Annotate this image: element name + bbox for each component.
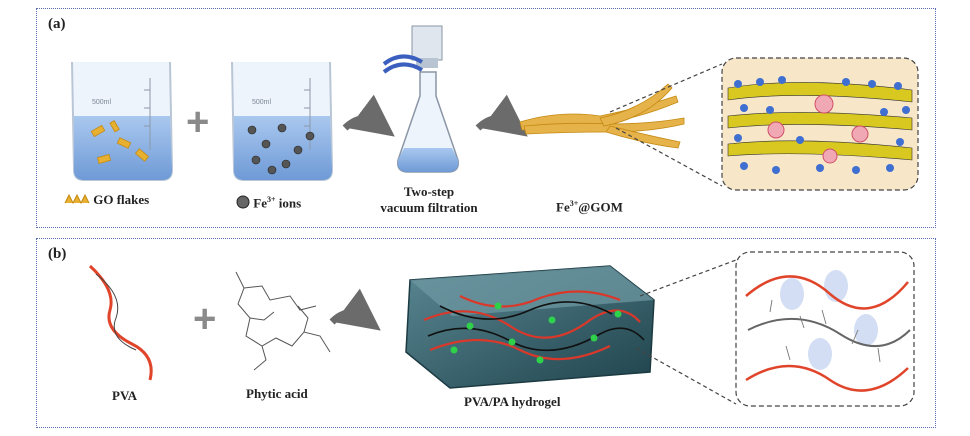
- hydrogel-caption: PVA/PA hydrogel: [464, 394, 561, 409]
- go-flakes: [90, 120, 150, 164]
- fe-ion-legend-icon: [236, 195, 250, 209]
- panel-a: [36, 8, 936, 228]
- plus-sign-a: +: [186, 100, 209, 144]
- beaker-2-volume-label: 500ml: [252, 99, 272, 106]
- fe-gom-caption: Fe3+@GOM: [556, 199, 623, 215]
- phytic-acid-caption: Phytic acid: [246, 386, 308, 401]
- arrow-to-filtration: [342, 94, 395, 137]
- beaker-go-flakes: [71, 61, 174, 181]
- phytic-acid-structure: [235, 271, 331, 371]
- panel-a-label: (a): [48, 16, 66, 32]
- pva-chain: [88, 264, 153, 381]
- go-flakes-caption: GO flakes: [64, 192, 149, 208]
- vacuum-filtration-apparatus: [382, 25, 460, 173]
- beaker-1-volume-label: 500ml: [92, 99, 112, 106]
- filtration-caption: Two-step vacuum filtration: [380, 184, 478, 215]
- pva-caption: PVA: [112, 388, 138, 403]
- fe-ions-caption: Fe3+ ions: [236, 192, 301, 211]
- fe-gom-zoom-inset: [721, 57, 919, 191]
- fe-ions: [247, 123, 315, 175]
- hydrogel-zoom-inset: [735, 251, 915, 407]
- plus-sign-b: +: [193, 297, 216, 341]
- arrow-to-membrane: [475, 94, 528, 137]
- pva-pa-hydrogel-block: [405, 265, 655, 389]
- go-flake-legend-icon: [64, 193, 90, 205]
- beaker-fe-ions: [231, 61, 334, 181]
- fe-gom-membrane: [519, 83, 685, 149]
- panel-b: [36, 238, 936, 428]
- arrow-to-hydrogel: [329, 288, 381, 331]
- panel-b-label: (b): [48, 246, 67, 262]
